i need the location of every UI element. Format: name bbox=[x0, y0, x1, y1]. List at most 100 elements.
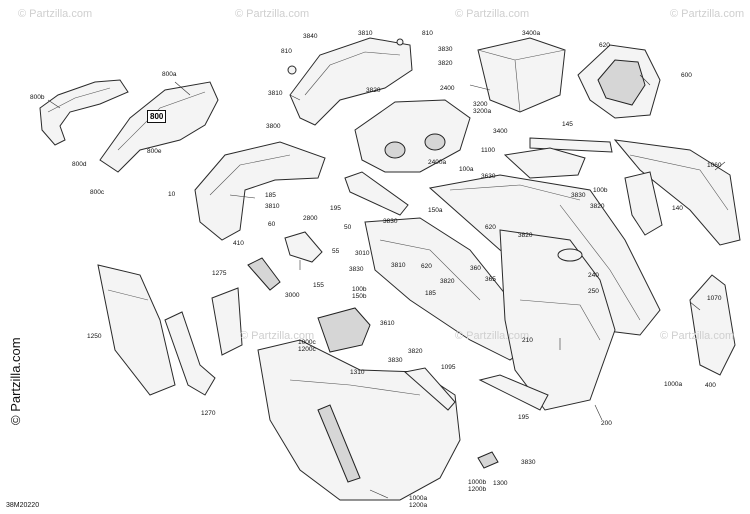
part-1095-strip bbox=[403, 367, 456, 411]
callout-label: 800b bbox=[30, 94, 45, 101]
callout-label: 1000a bbox=[409, 495, 428, 502]
part-800a-windshield bbox=[99, 81, 219, 173]
part-2400-headlight bbox=[354, 99, 471, 173]
callout-label: 1095 bbox=[441, 364, 456, 371]
callout-label: 410 bbox=[233, 240, 244, 247]
callout-label: 3200a bbox=[473, 108, 492, 115]
callout-label: 3200 bbox=[473, 101, 488, 108]
callout-label: 3830 bbox=[349, 266, 364, 273]
callout-label: 250 bbox=[588, 288, 599, 295]
part-140-panel bbox=[624, 171, 663, 236]
part-155-grille bbox=[317, 307, 371, 353]
part-1275-panel bbox=[211, 287, 243, 356]
callout-label: 100a bbox=[459, 166, 474, 173]
boxed-callout-800: 800 bbox=[147, 110, 167, 123]
watermark: © Partzilla.com bbox=[455, 8, 530, 20]
callout-label: 1250 bbox=[87, 333, 102, 340]
callout-label: 155 bbox=[313, 282, 324, 289]
callout-label: 2400 bbox=[440, 85, 455, 92]
callout-label: 800c bbox=[90, 189, 105, 196]
part-200-console bbox=[499, 229, 616, 411]
leader-lines bbox=[47, 74, 726, 499]
part-1270-support bbox=[164, 311, 216, 396]
part-3000-bracket bbox=[247, 257, 281, 291]
callout-label: 3400 bbox=[493, 128, 508, 135]
callout-label: 140 bbox=[672, 205, 683, 212]
callout-label: 3830 bbox=[438, 46, 453, 53]
callout-label: 3400a bbox=[522, 30, 541, 37]
callout-label: 3830 bbox=[383, 218, 398, 225]
callout-label: 3800 bbox=[266, 123, 281, 130]
watermark: © Partzilla.com bbox=[660, 330, 735, 342]
part-1000a-side-panel bbox=[257, 339, 461, 501]
callout-label: 100b bbox=[352, 286, 367, 293]
part-1100-vent bbox=[503, 147, 586, 179]
callout-label: 3000 bbox=[285, 292, 300, 299]
callout-label: 3810 bbox=[265, 203, 280, 210]
callout-label: 3840 bbox=[303, 33, 318, 40]
part-800b-panel bbox=[39, 79, 129, 146]
callout-label: 3820 bbox=[590, 203, 605, 210]
part-600-frame bbox=[577, 44, 661, 119]
callout-label: 1000b bbox=[468, 479, 487, 486]
callout-label: 800d bbox=[72, 161, 87, 168]
callout-label: 185 bbox=[265, 192, 276, 199]
callout-label: 200 bbox=[601, 420, 612, 427]
callout-label: 210 bbox=[522, 337, 533, 344]
callout-label: 360 bbox=[470, 265, 481, 272]
callout-label: 2800 bbox=[303, 215, 318, 222]
callout-label: 3810 bbox=[391, 262, 406, 269]
callout-label: 1270 bbox=[201, 410, 216, 417]
part-10-front bbox=[194, 141, 326, 241]
part-195-strip bbox=[344, 171, 409, 216]
part-1070-bracket bbox=[689, 274, 736, 376]
callout-label: 3630 bbox=[481, 173, 496, 180]
callout-label: 620 bbox=[485, 224, 496, 231]
callout-label: 1000c bbox=[298, 339, 316, 346]
callout-label: 3820 bbox=[408, 348, 423, 355]
callout-label: 3820 bbox=[438, 60, 453, 67]
callout-label: 620 bbox=[421, 263, 432, 270]
partzilla-side-watermark: © Partzilla.com bbox=[8, 337, 23, 425]
callout-label: 195 bbox=[518, 414, 529, 421]
callout-label: 185 bbox=[425, 290, 436, 297]
callout-label: 1275 bbox=[212, 270, 227, 277]
part-1300-clip bbox=[477, 451, 499, 469]
callout-label: 150b bbox=[352, 293, 367, 300]
part-1060-fairing bbox=[613, 139, 741, 246]
callout-label: 1300 bbox=[493, 480, 508, 487]
callout-label: 800e bbox=[147, 148, 162, 155]
callout-label: 50 bbox=[344, 224, 352, 231]
callout-label: 145 bbox=[562, 121, 573, 128]
callout-label: 1200a bbox=[409, 502, 428, 509]
callout-label: 3010 bbox=[355, 250, 370, 257]
callout-label: 1200b bbox=[468, 486, 487, 493]
callout-label: 3810 bbox=[268, 90, 283, 97]
callout-label: 3830 bbox=[388, 357, 403, 364]
callout-label: 600 bbox=[681, 72, 692, 79]
callout-label: 800a bbox=[162, 71, 177, 78]
callout-label: 1060 bbox=[707, 162, 722, 169]
callout-label: 240 bbox=[588, 272, 599, 279]
callout-label: 10 bbox=[168, 191, 176, 198]
part-3800-bracket bbox=[287, 37, 413, 126]
callout-label: 3610 bbox=[380, 320, 395, 327]
callout-label: 620 bbox=[599, 42, 610, 49]
watermark: © Partzilla.com bbox=[455, 330, 530, 342]
callout-label: 3830 bbox=[521, 459, 536, 466]
callout-label: 100b bbox=[593, 187, 608, 194]
callout-label: 3820 bbox=[518, 232, 533, 239]
callout-label: 810 bbox=[422, 30, 433, 37]
part-1250-panel bbox=[97, 264, 176, 396]
callout-label: 365 bbox=[485, 276, 496, 283]
part-3400-box bbox=[477, 37, 566, 113]
callout-label: 400 bbox=[705, 382, 716, 389]
watermark: © Partzilla.com bbox=[235, 8, 310, 20]
watermark: © Partzilla.com bbox=[240, 330, 315, 342]
callout-label: 1000a bbox=[664, 381, 683, 388]
callout-label: 3820 bbox=[366, 87, 381, 94]
callout-label: 3820 bbox=[440, 278, 455, 285]
diagram-code: 38M20220 bbox=[6, 502, 40, 509]
